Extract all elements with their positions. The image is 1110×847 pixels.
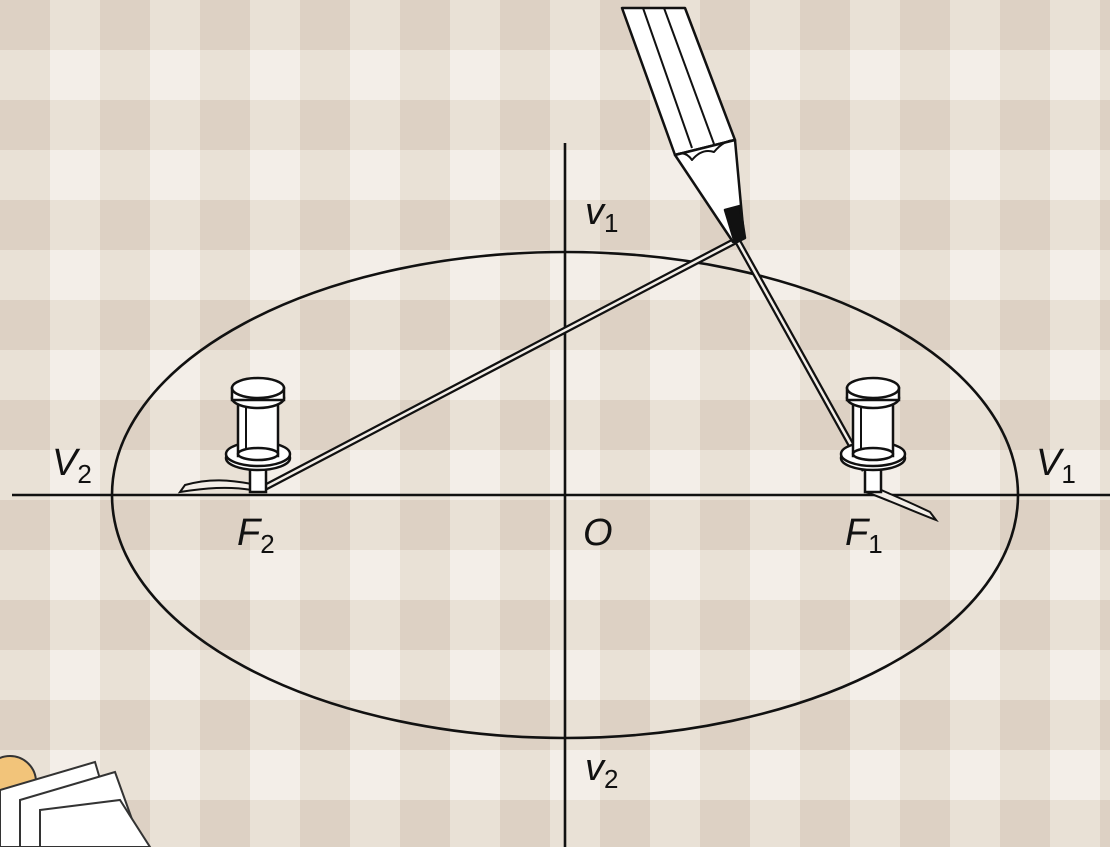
label-v2: v2 [585, 747, 618, 794]
push-pin-icon [224, 376, 292, 494]
string-tail-f1 [865, 483, 939, 523]
string-to-f2 [258, 236, 739, 494]
string-tail-f2 [177, 479, 253, 494]
label-vertex-v1: V1 [1036, 442, 1076, 489]
pencil-icon [620, 6, 747, 245]
label-focus-f2: F2 [237, 512, 275, 559]
label-focus-f1: F1 [845, 512, 883, 559]
push-pin-icon [839, 376, 907, 494]
label-origin: O [583, 512, 613, 554]
label-vertex-v2: V2 [52, 442, 92, 489]
label-v1: v1 [585, 191, 618, 238]
string-to-f1 [733, 238, 869, 472]
paper-stack-icon [0, 755, 152, 847]
